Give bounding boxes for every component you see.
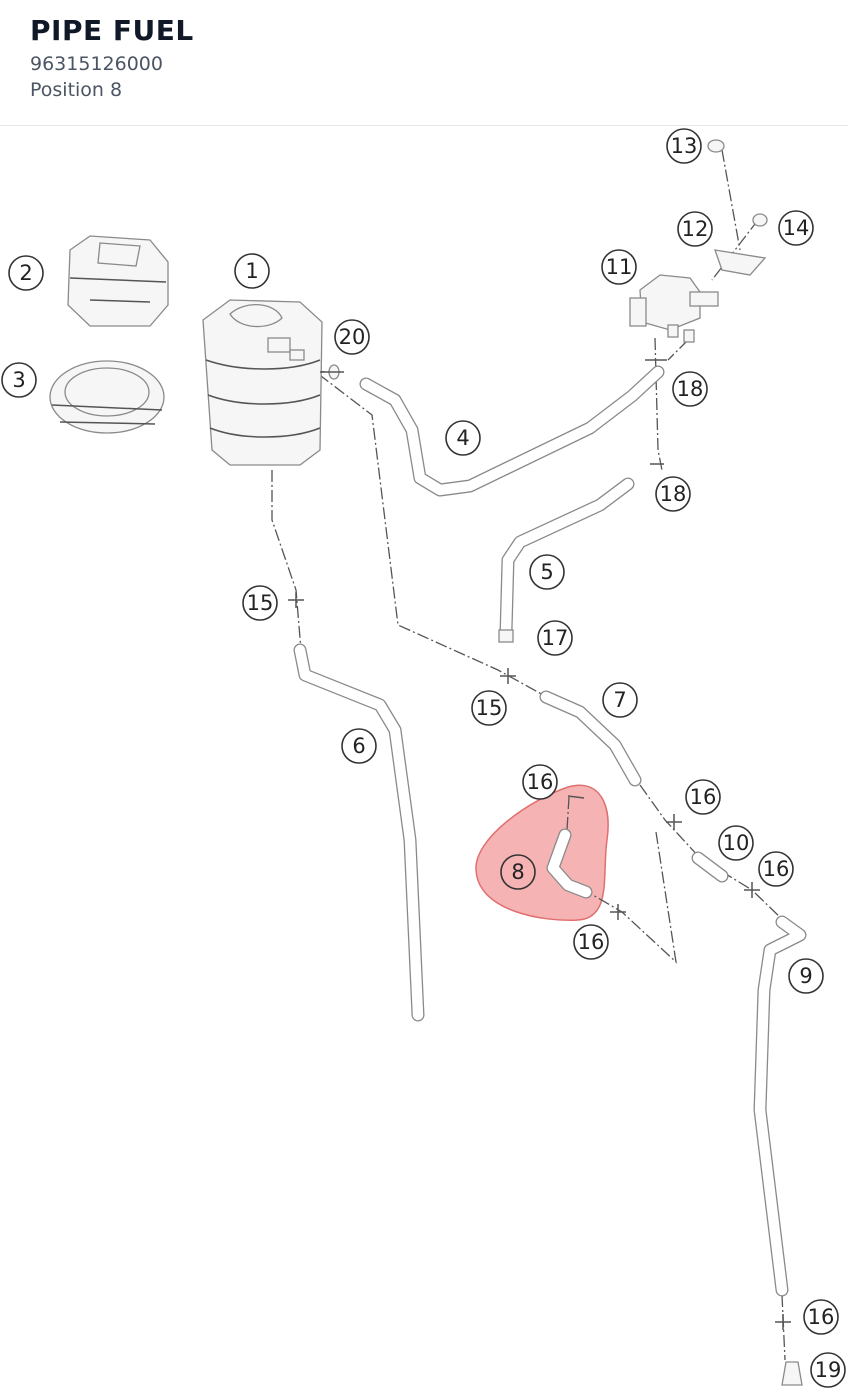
svg-text:14: 14 [783, 216, 810, 240]
svg-text:1: 1 [245, 259, 258, 283]
callout-15-lower[interactable]: 15 [471, 690, 507, 726]
part-canister [202, 299, 340, 466]
svg-text:16: 16 [527, 770, 554, 794]
callout-16-e[interactable]: 16 [803, 1299, 839, 1335]
connector-19 [781, 1361, 803, 1386]
svg-text:6: 6 [352, 734, 365, 758]
part-number: 96315126000 [30, 53, 163, 75]
svg-text:16: 16 [808, 1305, 835, 1329]
hose-5 [498, 477, 635, 643]
part-header: PIPE FUEL 96315126000 Position 8 [0, 0, 848, 126]
callout-17[interactable]: 17 [537, 620, 573, 656]
svg-text:18: 18 [677, 377, 704, 401]
callout-19[interactable]: 19 [810, 1352, 846, 1388]
part-tray [49, 360, 165, 434]
callout-11[interactable]: 11 [601, 249, 637, 285]
svg-text:20: 20 [339, 325, 366, 349]
callout-6[interactable]: 6 [341, 728, 377, 764]
callout-5[interactable]: 5 [529, 554, 565, 590]
svg-text:17: 17 [542, 626, 569, 650]
callout-12[interactable]: 12 [677, 211, 713, 247]
callout-10[interactable]: 10 [718, 825, 754, 861]
svg-text:15: 15 [247, 591, 274, 615]
svg-text:4: 4 [456, 426, 469, 450]
connector-10 [691, 851, 729, 883]
callout-1[interactable]: 1 [234, 253, 270, 289]
hose-6 [293, 643, 425, 1022]
callout-3[interactable]: 3 [1, 362, 37, 398]
part-position: Position 8 [30, 79, 123, 101]
callout-15-upper[interactable]: 15 [242, 585, 278, 621]
svg-text:8: 8 [511, 860, 524, 884]
part-title: PIPE FUEL [30, 14, 194, 47]
exploded-parts-diagram: 1 2 3 4 5 6 7 8 9 10 11 12 13 14 15 15 1… [0, 127, 848, 1390]
callout-16-d[interactable]: 16 [573, 924, 609, 960]
svg-text:2: 2 [19, 261, 32, 285]
svg-text:18: 18 [660, 482, 687, 506]
diagram-svg: 1 2 3 4 5 6 7 8 9 10 11 12 13 14 15 15 1… [1, 128, 846, 1388]
callout-4[interactable]: 4 [445, 420, 481, 456]
callout-9[interactable]: 9 [788, 958, 824, 994]
hose-clips [288, 359, 791, 1330]
svg-text:19: 19 [815, 1358, 842, 1382]
callout-7[interactable]: 7 [602, 682, 638, 718]
callout-16-b[interactable]: 16 [685, 779, 721, 815]
svg-text:16: 16 [763, 857, 790, 881]
callout-8-selected[interactable]: 8 [500, 854, 536, 890]
callout-18-lower[interactable]: 18 [655, 476, 691, 512]
hose-4 [359, 365, 665, 497]
callout-13[interactable]: 13 [666, 128, 702, 164]
hose-8-pipe-fuel [546, 828, 593, 899]
svg-text:3: 3 [12, 368, 25, 392]
part-valve-assembly [629, 139, 768, 343]
hose-7 [539, 690, 642, 787]
svg-text:9: 9 [799, 964, 812, 988]
callout-14[interactable]: 14 [778, 210, 814, 246]
svg-text:16: 16 [578, 930, 605, 954]
svg-text:11: 11 [606, 255, 633, 279]
svg-text:13: 13 [671, 134, 698, 158]
svg-text:15: 15 [476, 696, 503, 720]
svg-text:10: 10 [723, 831, 750, 855]
hose-9 [753, 915, 807, 1297]
svg-text:16: 16 [690, 785, 717, 809]
selected-part-highlight [475, 784, 609, 921]
callout-18-upper[interactable]: 18 [672, 371, 708, 407]
svg-text:5: 5 [540, 560, 553, 584]
callout-16-c[interactable]: 16 [758, 851, 794, 887]
svg-text:7: 7 [613, 688, 626, 712]
part-cover [67, 235, 169, 327]
callout-20[interactable]: 20 [334, 319, 370, 355]
callout-16-a[interactable]: 16 [522, 764, 558, 800]
svg-text:12: 12 [682, 217, 709, 241]
callout-2[interactable]: 2 [8, 255, 44, 291]
